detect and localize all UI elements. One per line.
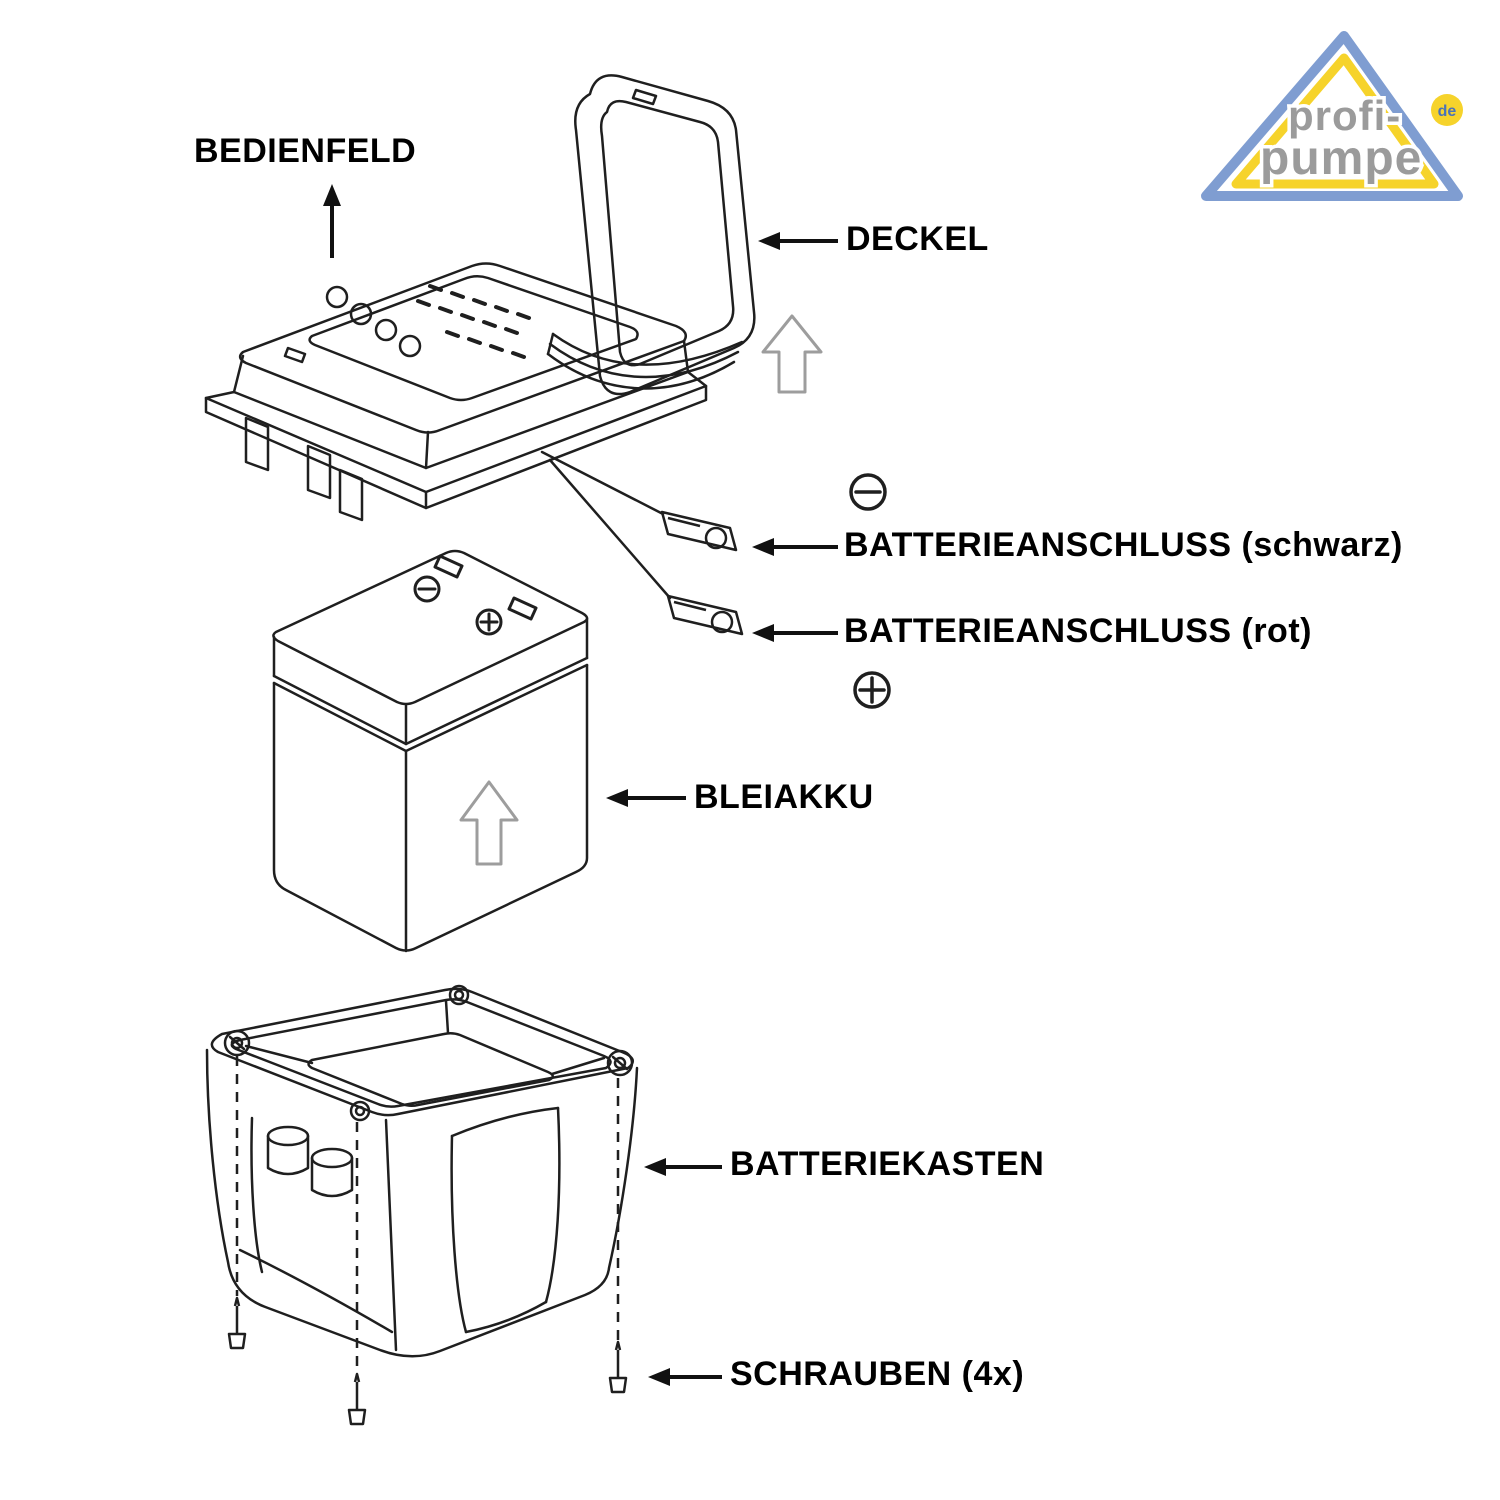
rot-arrow bbox=[752, 624, 838, 642]
panel-button-icon bbox=[349, 302, 373, 326]
bleiakku-arrow bbox=[606, 789, 686, 807]
label-batterieanschluss-rot: BATTERIEANSCHLUSS (rot) bbox=[844, 612, 1312, 650]
control-panel-drawing bbox=[204, 262, 708, 522]
panel-button-icon bbox=[374, 318, 398, 342]
label-deckel: DECKEL bbox=[846, 220, 989, 258]
logo-tld-text: de bbox=[1438, 103, 1457, 120]
bedienfeld-arrow bbox=[323, 184, 341, 258]
ghost-up-arrow-lid bbox=[761, 314, 823, 394]
box-corner-bosses bbox=[223, 984, 634, 1122]
screw-icon bbox=[227, 1296, 247, 1350]
plus-symbol-icon bbox=[853, 671, 891, 709]
screw-icon bbox=[347, 1372, 367, 1426]
schwarz-arrow bbox=[752, 538, 838, 556]
logo-line1: profi- bbox=[1288, 92, 1401, 139]
logo-line2: pumpe bbox=[1260, 132, 1422, 185]
ghost-up-arrow-battery bbox=[459, 780, 519, 866]
minus-symbol-icon bbox=[849, 473, 887, 511]
connector-black-drawing bbox=[660, 510, 738, 552]
panel-button-icon bbox=[398, 334, 422, 358]
label-batteriekasten: BATTERIEKASTEN bbox=[730, 1145, 1045, 1183]
label-schrauben: SCHRAUBEN (4x) bbox=[730, 1355, 1025, 1393]
label-bleiakku: BLEIAKKU bbox=[694, 778, 874, 816]
screw-icon bbox=[608, 1340, 628, 1394]
battery-plus-terminal-icon bbox=[475, 596, 538, 636]
label-bedienfeld: BEDIENFELD bbox=[194, 132, 417, 170]
panel-feet bbox=[244, 416, 364, 522]
schrauben-arrow bbox=[648, 1368, 722, 1386]
connector-red-drawing bbox=[666, 594, 744, 636]
callout-arrows bbox=[323, 184, 838, 1386]
screw-axis-lines bbox=[235, 1056, 620, 1374]
panel-indicator-marks bbox=[416, 284, 531, 359]
logo-triangle-outer bbox=[1201, 31, 1463, 201]
battery-box-drawing bbox=[205, 984, 639, 1358]
panel-slot-detail bbox=[283, 346, 307, 364]
label-batterieanschluss-schwarz: BATTERIEANSCHLUSS (schwarz) bbox=[844, 526, 1403, 564]
panel-button-icon bbox=[325, 285, 349, 309]
logo-triangle-inner bbox=[1231, 53, 1439, 189]
screws-drawing bbox=[227, 1296, 628, 1426]
lid-slot-detail bbox=[631, 88, 658, 106]
connector-leads bbox=[540, 450, 672, 600]
batteriekasten-arrow bbox=[644, 1158, 722, 1176]
battery-drawing bbox=[272, 549, 589, 953]
lid-drawing bbox=[546, 74, 756, 396]
box-inner-cylinders bbox=[266, 1125, 354, 1198]
brand-logo: profi- pumpe de bbox=[1201, 31, 1463, 201]
deckel-arrow bbox=[758, 232, 838, 250]
logo-tld-badge bbox=[1431, 94, 1463, 126]
battery-minus-terminal-icon bbox=[413, 554, 464, 603]
